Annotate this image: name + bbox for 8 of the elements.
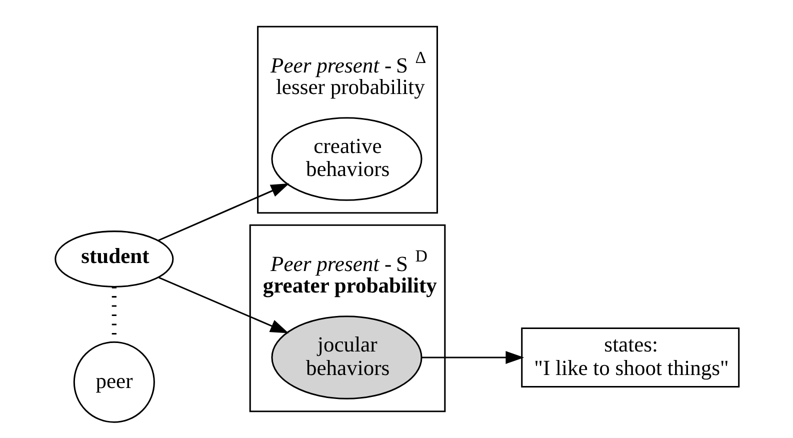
arrow [158, 276, 288, 334]
node-box: states: "I like to shoot things" [520, 328, 740, 388]
node-ellipse: creative behaviors [270, 117, 422, 201]
node-ellipse: jocular behaviors [270, 316, 422, 400]
arrow [422, 351, 524, 364]
node-ellipse: student [54, 230, 174, 288]
node-circle: peer [72, 341, 154, 423]
arrow [158, 183, 289, 242]
